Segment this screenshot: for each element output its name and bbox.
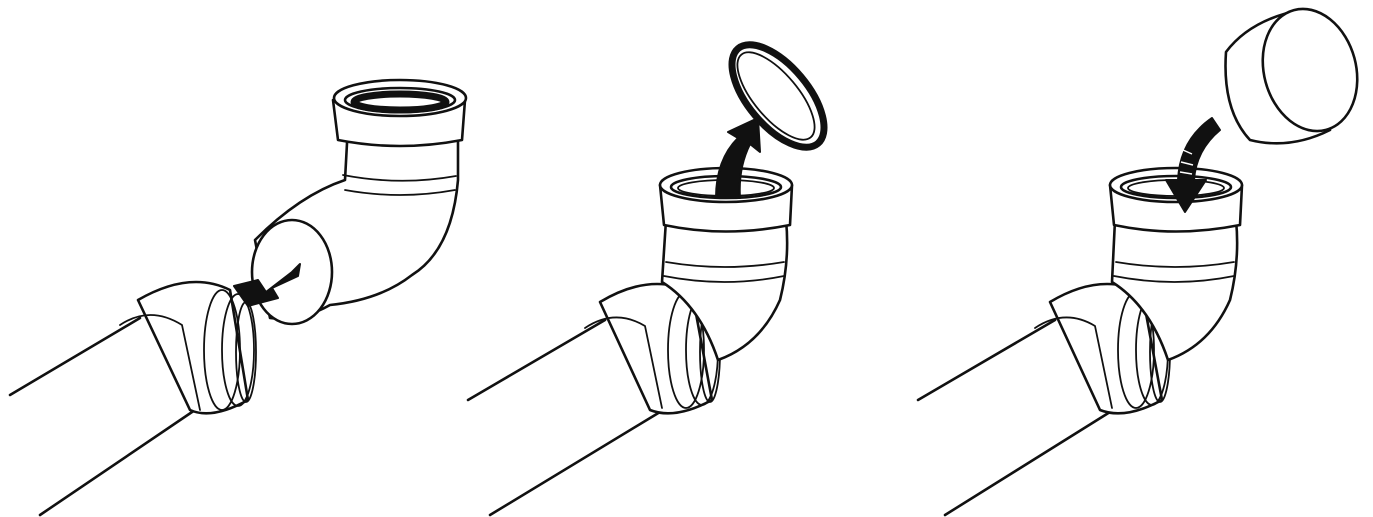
straight-pipe — [10, 282, 256, 515]
straight-pipe — [468, 284, 720, 515]
straight-pipe — [918, 284, 1170, 515]
step-1-panel — [10, 80, 466, 515]
step-3-panel — [918, 0, 1370, 515]
elbow-fitting — [252, 80, 466, 324]
end-cap — [1226, 0, 1371, 143]
step-2-panel — [468, 29, 841, 515]
